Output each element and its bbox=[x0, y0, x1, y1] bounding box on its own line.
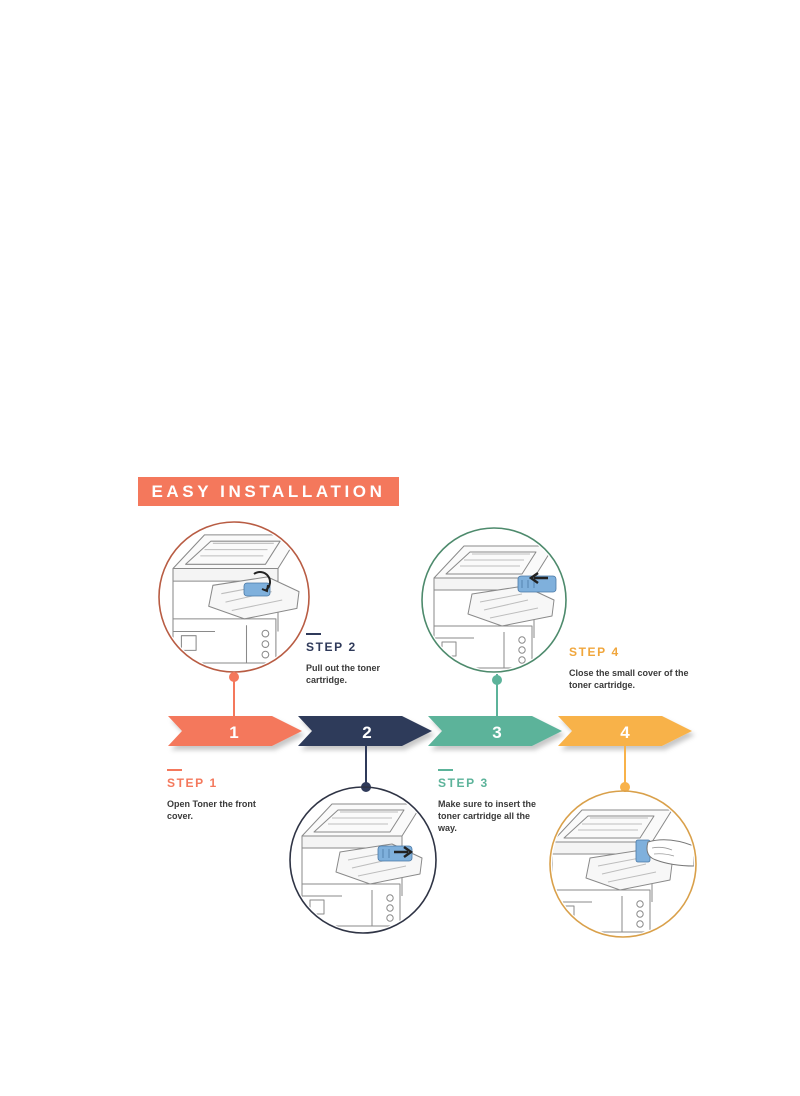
step-3-description: Make sure to insert the toner cartridge … bbox=[438, 799, 537, 833]
step-3-text: STEP 3 Make sure to insert the toner car… bbox=[438, 769, 573, 834]
step-2-description: Pull out the toner cartridge. bbox=[306, 663, 380, 685]
step-arrows bbox=[168, 716, 692, 746]
arrow-icon bbox=[394, 845, 414, 859]
title-banner-text: EASY INSTALLATION bbox=[151, 481, 386, 501]
title-banner: EASY INSTALLATION bbox=[138, 477, 399, 506]
toner-cartridge-icon bbox=[243, 571, 271, 597]
step-4-connector-dot bbox=[620, 782, 630, 792]
step-4-description: Close the small cover of the toner cartr… bbox=[569, 668, 689, 690]
arrow-icon bbox=[528, 571, 548, 585]
step-2-dash bbox=[306, 633, 321, 635]
step-1-number: 1 bbox=[229, 723, 238, 742]
step-2-text: STEP 2 Pull out the toner cartridge. bbox=[306, 633, 441, 686]
step-4-number: 4 bbox=[620, 723, 630, 742]
step-3-arrow bbox=[428, 716, 562, 746]
step-1-illustration bbox=[158, 521, 310, 673]
step-1-dash bbox=[167, 769, 182, 771]
toner-cartridge-icon bbox=[377, 845, 413, 862]
step-1-text: STEP 1 Open Toner the front cover. bbox=[167, 769, 302, 822]
step-2-title: STEP 2 bbox=[306, 640, 357, 654]
step-4-title: STEP 4 bbox=[569, 645, 620, 659]
step-2-illustration bbox=[289, 786, 437, 934]
step-3-connector-dot bbox=[492, 675, 502, 685]
step-1-title: STEP 1 bbox=[167, 776, 218, 790]
step-3-title: STEP 3 bbox=[438, 776, 489, 790]
step-4-text: STEP 4 Close the small cover of the tone… bbox=[569, 645, 704, 691]
step-3-illustration bbox=[421, 527, 567, 673]
step-1-connector-dot bbox=[229, 672, 239, 682]
step-1-arrow bbox=[168, 716, 302, 746]
step-3-number: 3 bbox=[492, 723, 501, 742]
step-3-dash bbox=[438, 769, 453, 771]
step-2-arrow bbox=[298, 716, 432, 746]
step-4-arrow bbox=[558, 716, 692, 746]
hand-icon bbox=[646, 839, 694, 867]
step-1-description: Open Toner the front cover. bbox=[167, 799, 256, 821]
step-4-illustration bbox=[549, 790, 697, 938]
step-2-number: 2 bbox=[362, 723, 371, 742]
